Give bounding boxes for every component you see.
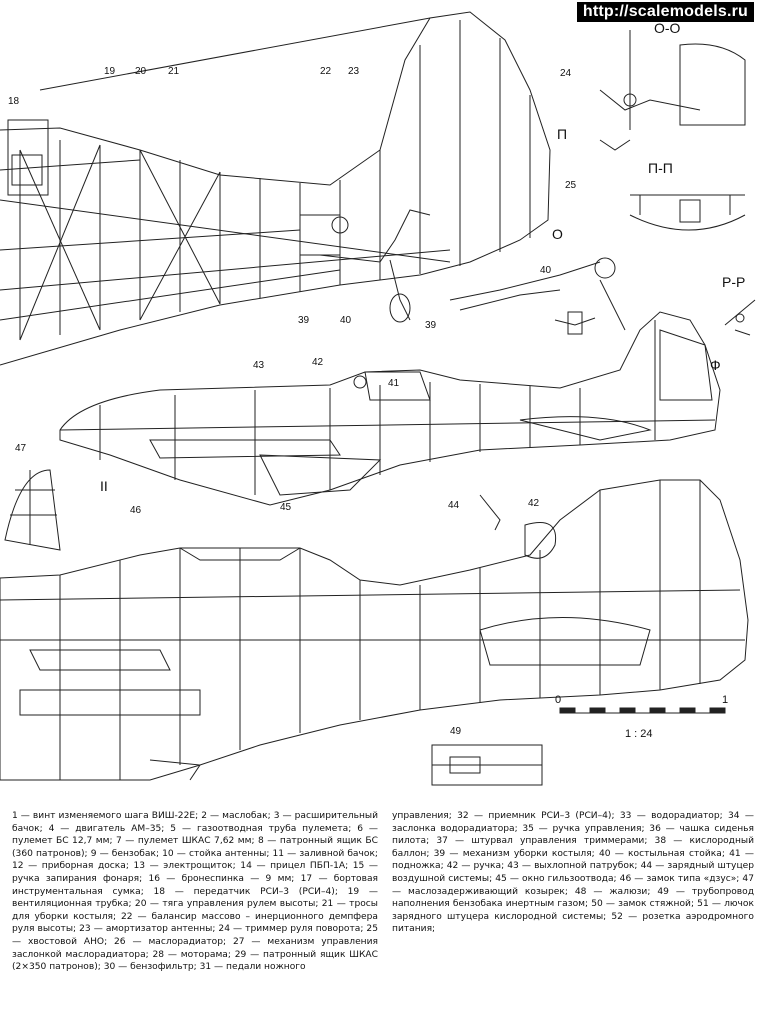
legend-column-left: 1 — винт изменяемого шага ВИШ-22Е; 2 — м… [12, 811, 378, 973]
scale-ratio: 1 : 24 [625, 728, 653, 740]
scale-end: 1 [722, 694, 729, 706]
section-r-r [724, 299, 756, 336]
callout-44: 44 [448, 500, 460, 511]
callout-24: 24 [560, 68, 572, 79]
callout-47: 47 [15, 443, 27, 454]
callout-25: 25 [565, 180, 577, 191]
callout-39: 39 [298, 315, 310, 326]
section-label-o-o: О-О [654, 20, 681, 36]
callout-21: 21 [168, 66, 180, 77]
fuselage-side-view [59, 311, 721, 506]
section-label-f: Ф [710, 357, 721, 373]
section-o-o [599, 30, 746, 151]
callout-19: 19 [104, 66, 116, 77]
nose-detail [4, 469, 61, 551]
callout-41: 41 [388, 378, 400, 389]
technical-drawing [0, 11, 756, 786]
callout-39b: 39 [425, 320, 437, 331]
watermark: http://scalemodels.ru [576, 2, 754, 22]
callout-49: 49 [450, 726, 462, 737]
callout-40: 40 [340, 315, 352, 326]
callout-42: 42 [312, 357, 324, 368]
fuselage-lower-view [0, 479, 749, 781]
section-label-ii: II [100, 478, 108, 494]
fuselage-structure-cutaway [0, 11, 551, 366]
callout-45: 45 [280, 502, 292, 513]
fuel-line-detail [431, 744, 543, 786]
callout-18: 18 [8, 96, 20, 107]
legend-column-right: управления; 32 — приемник РСИ–3 (РСИ–4);… [392, 811, 754, 935]
section-label-p: П [557, 126, 568, 142]
callout-46: 46 [130, 505, 142, 516]
callout-23: 23 [348, 66, 360, 77]
callout-20: 20 [135, 66, 147, 77]
scale-bar [559, 707, 726, 714]
section-label-r-r: Р-Р [722, 274, 746, 290]
handle-detail [479, 494, 557, 559]
section-label-o: О [552, 226, 563, 242]
callout-43: 43 [253, 360, 265, 371]
callout-40b: 40 [540, 265, 552, 276]
section-p-p [629, 194, 746, 231]
section-label-p-p: П-П [648, 160, 673, 176]
tailwheel-detail [449, 257, 626, 335]
callout-22: 22 [320, 66, 332, 77]
scale-start: 0 [555, 694, 562, 706]
callout-42b: 42 [528, 498, 540, 509]
